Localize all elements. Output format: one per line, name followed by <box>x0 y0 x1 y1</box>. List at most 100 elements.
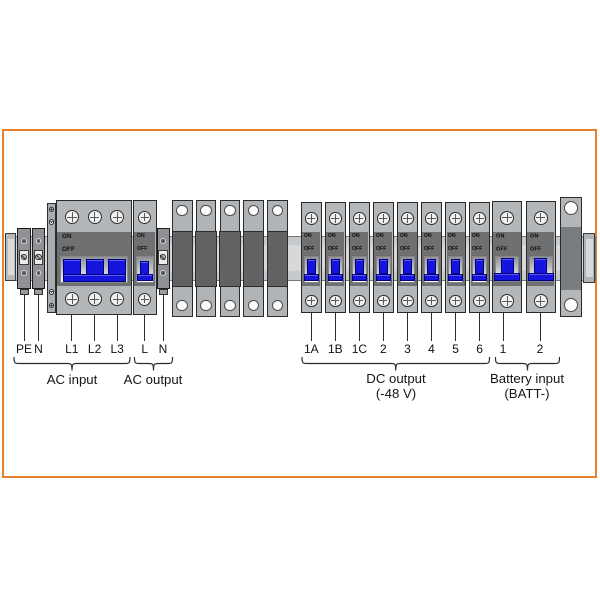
screw-slot <box>116 294 118 304</box>
screw-slot <box>540 212 541 223</box>
off-label: OFF <box>448 245 459 252</box>
on-label: ON <box>400 233 408 239</box>
terminal-screw-icon <box>110 210 125 224</box>
brace-battery-input <box>494 356 561 371</box>
breaker-ac-input-handle <box>108 259 127 275</box>
terminal-label-PE: PE <box>15 342 32 356</box>
mount-screw-icon <box>48 219 55 225</box>
spacer-body <box>171 231 193 287</box>
leader-line <box>334 313 336 341</box>
terminal-label-1B: 1B <box>327 342 343 356</box>
breaker-dc-4-handle <box>427 258 436 274</box>
leader-line <box>162 295 164 341</box>
breaker-dc-1B-handle <box>330 258 340 274</box>
screw-slot <box>479 214 481 223</box>
breaker-dc-1B-handle-bar <box>327 273 343 281</box>
terminal-screw-icon <box>87 292 102 306</box>
leader-line <box>431 313 432 341</box>
screw-slot <box>50 304 52 307</box>
breaker-ac-input-handle-bar <box>62 274 126 282</box>
mounting-hole-icon <box>176 299 189 312</box>
breaker-dc-1C-handle-bar <box>351 273 367 281</box>
terminal-label-N: N <box>158 342 168 356</box>
off-label: OFF <box>376 245 387 252</box>
screw-slot <box>334 296 336 306</box>
breaker-dc-2-handle <box>378 258 388 274</box>
terminal-label-N: N <box>34 342 43 356</box>
screw-slot <box>116 212 118 222</box>
mounting-hole-icon <box>564 298 578 312</box>
screw-slot <box>430 296 432 306</box>
breaker-ac-input-handle <box>85 259 104 275</box>
caption-battery-input: Battery input (BATT-) <box>457 371 597 401</box>
on-label: ON <box>496 233 505 240</box>
screw-slot <box>94 212 96 222</box>
off-label: OFF <box>400 245 411 252</box>
brace-ac-input <box>13 356 131 371</box>
screw-slot <box>334 214 336 223</box>
terminal-screw-icon <box>138 210 152 224</box>
terminal-screw-icon <box>473 294 486 308</box>
mounting-hole-icon <box>564 201 578 215</box>
screw-slot <box>50 290 52 294</box>
on-label: ON <box>376 233 384 239</box>
terminal-screw-icon <box>449 294 462 308</box>
screw-slot <box>310 214 312 223</box>
terminal-screw-icon <box>377 294 390 308</box>
breaker-dc-4-handle-bar <box>424 273 439 281</box>
off-label: OFF <box>304 245 315 252</box>
terminal-screw-icon <box>353 212 366 225</box>
terminal-n-in-foot <box>34 289 43 295</box>
terminal-screw-icon <box>65 292 79 306</box>
caption-battery-input-text: Battery input <box>489 370 565 386</box>
screw-slot <box>310 296 312 306</box>
breaker-ac-output-handle <box>139 260 150 275</box>
terminal-screw-icon <box>110 292 125 306</box>
screw-slot <box>382 296 384 306</box>
spacer-body <box>242 231 265 287</box>
leader-line <box>479 313 481 341</box>
terminal-screw-icon <box>305 294 318 308</box>
mounting-hole-icon <box>247 204 260 217</box>
breaker-dc-1C-handle <box>354 258 364 274</box>
breaker-dc-1A-handle <box>306 258 316 274</box>
terminal-screw-icon <box>401 212 414 225</box>
terminal-screw-icon <box>425 212 438 225</box>
leader-line <box>38 295 39 341</box>
terminal-screw-icon <box>533 294 548 308</box>
terminal-label-1C: 1C <box>351 342 368 356</box>
spacer-body <box>195 231 217 287</box>
terminal-screw-icon <box>305 212 318 225</box>
group-braces <box>13 356 561 371</box>
leader-line <box>502 313 504 341</box>
screw-slot <box>144 294 146 304</box>
leader-line <box>407 313 408 341</box>
leader-line <box>382 313 384 341</box>
caption-ac-output: AC output <box>83 372 223 387</box>
off-label: OFF <box>496 245 508 252</box>
screw-slot <box>358 296 360 306</box>
mounting-hole-icon <box>271 299 284 312</box>
off-label: OFF <box>352 245 363 252</box>
terminal-n-out-foot <box>158 289 168 295</box>
terminal-label-1A: 1A <box>303 342 319 356</box>
small-screw-icon <box>160 270 166 276</box>
screw-slot <box>94 294 96 304</box>
terminal-screw-icon <box>473 212 486 225</box>
mount-screw-icon <box>48 302 55 309</box>
mount-screw-icon <box>48 289 55 295</box>
brace-dc-output <box>301 356 491 371</box>
screw-slot <box>144 212 146 222</box>
screw-slot <box>382 214 384 223</box>
terminal-screw-icon <box>533 210 548 225</box>
breaker-dc-6-handle <box>475 258 485 274</box>
terminal-label-2: 2 <box>380 342 387 356</box>
screw-slot <box>455 296 457 306</box>
leader-line <box>358 313 360 341</box>
terminal-label-3: 3 <box>404 342 411 356</box>
terminal-label-5: 5 <box>452 342 459 356</box>
brace-ac-output <box>133 356 174 371</box>
breaker-dc-3-handle-bar <box>400 273 415 281</box>
terminal-screw-icon <box>65 210 79 224</box>
